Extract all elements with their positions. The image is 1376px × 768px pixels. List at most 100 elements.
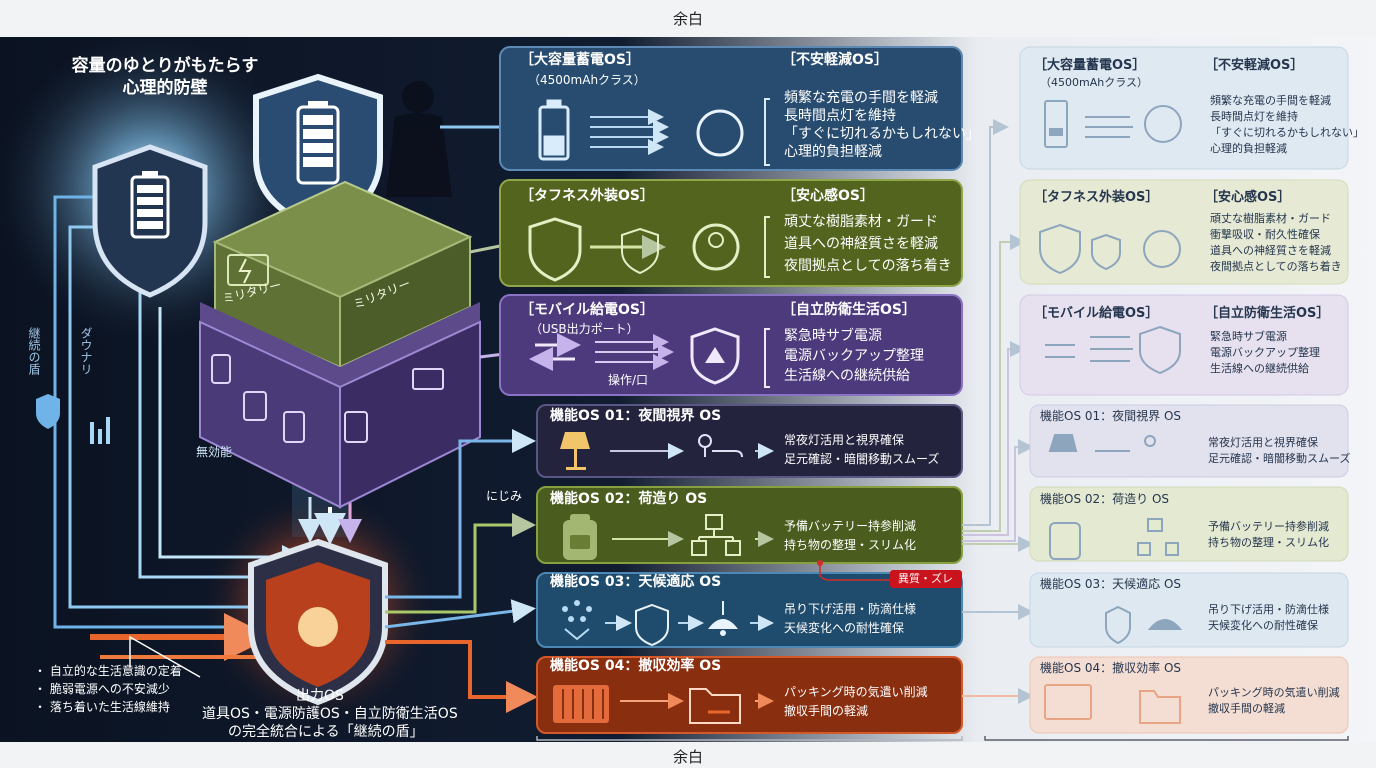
tent-shield-icon (690, 327, 740, 385)
top-margin-label: 余白 (672, 10, 703, 28)
mind-head-icon (696, 109, 744, 157)
func-panel-night (536, 404, 963, 478)
panel1-input-sub: （4500mAhクラス） (528, 73, 646, 87)
ghost-panel2-input-title: ［タフネス外装OS］ (1034, 190, 1159, 205)
output-line3: の完全統合による「継続の盾」 (228, 724, 424, 740)
ghost-func2-title: 機能OS 02：荷造り OS (1040, 492, 1170, 506)
panel2-line1: 頑丈な樹脂素材・ガード (784, 214, 938, 230)
func3-line1: 吊り下げ活用・防滴仕様 (784, 602, 917, 616)
panel2-line3: 夜間拠点としての落ち着き (784, 258, 952, 274)
ghost-panel1-output-title: ［不安軽減OS］ (1205, 58, 1304, 73)
func2-line1: 予備バッテリー持参削減 (784, 519, 917, 533)
func1-line2: 足元確認・暗闇移動スムーズ (784, 452, 940, 466)
mobile-power-cube-icon (199, 302, 481, 509)
misalign-badge (890, 570, 962, 588)
panel3-line3: 生活線への継続供給 (784, 368, 910, 384)
vertical-label-continuity: 継続の盾 (27, 327, 41, 375)
ghost-func4-line1: パッキング時の気遣い削減 (1208, 686, 1340, 699)
diagram-graphics (0, 37, 1349, 741)
ghost-func4-line2: 撤収手間の軽減 (1208, 702, 1285, 715)
ghost-func2-line1: 予備バッテリー持参削減 (1208, 520, 1329, 533)
ghost-panel1-line3: 「すぐに切れるかもしれない」 (1210, 126, 1364, 139)
ghost-func3-line1: 吊り下げ活用・防滴仕様 (1208, 603, 1329, 616)
ghost-panel1-input-title: ［大容量蓄電OS］ (1034, 58, 1146, 73)
ghost-panel1-line1: 頻繁な充電の手間を軽減 (1210, 94, 1331, 107)
nijimi-label: にじみ (486, 489, 523, 503)
func1-title: 機能OS 01：夜間視界 OS (550, 408, 722, 424)
diagram-canvas: 容量のゆとりがもたらす 心理的防壁 継続の盾 ダウナリ 無効能 ・ 自立的な生活… (0, 37, 1376, 742)
ghost-os-panel-mobile (1019, 294, 1349, 396)
ghost-func-panel-withdraw (1029, 656, 1349, 734)
backpack-icon (563, 514, 597, 560)
location-pin-icon (698, 434, 712, 457)
ghost-panel3-output-title: ［自立防衛生活OS］ (1205, 306, 1330, 321)
ghost-panel2-line3: 道具への神経質さを軽減 (1210, 244, 1331, 257)
panel2-line2: 道具への神経質さを軽減 (784, 236, 938, 252)
func3-line2: 天候変化への耐性確保 (784, 621, 905, 635)
signal-bars-icon (90, 417, 110, 444)
func2-title: 機能OS 02：荷造り OS (550, 491, 708, 507)
toughness-cube-icon (212, 180, 473, 369)
panel2-input-title: ［タフネス外装OS］ (520, 188, 654, 204)
shield-outline-icon (528, 217, 582, 282)
shield-shock-icon (621, 227, 659, 275)
bullet-3: ・ 落ち着いた生活線維持 (34, 700, 170, 714)
ghost-panel1-line2: 長時間点灯を維持 (1210, 110, 1298, 123)
ghost-func1-title: 機能OS 01：夜間視界 OS (1040, 409, 1182, 423)
left-title-line2: 心理的防壁 (122, 78, 208, 98)
ghost-func3-title: 機能OS 03：天候適応 OS (1040, 577, 1182, 591)
raindrops-icon (562, 600, 592, 622)
ghost-panel2-line1: 頑丈な樹脂素材・ガード (1210, 212, 1331, 225)
panel1-line4: 心理的負担軽減 (784, 144, 882, 160)
panel3-line2: 電源バックアップ整理 (784, 348, 924, 364)
container-icon (553, 685, 609, 723)
bullet-1: ・ 自立的な生活意識の定着 (34, 664, 182, 678)
panel1-line2: 長時間点灯を維持 (784, 108, 896, 124)
ghost-func4-title: 機能OS 04：撤収効率 OS (1040, 661, 1182, 675)
ghost-func-panel-weather (1029, 572, 1349, 648)
person-silhouette-icon (386, 81, 452, 197)
panel1-input-title: ［大容量蓄電OS］ (520, 52, 640, 68)
ghost-func-panel-packing (1029, 486, 1349, 562)
misalign-label: 異質・ズレ (898, 572, 953, 585)
panel2-output-title: ［安心感OS］ (782, 188, 874, 204)
shield-half-icon (635, 603, 669, 647)
func4-title: 機能OS 04：撤収効率 OS (550, 658, 722, 674)
folder-arrow-icon (689, 688, 741, 724)
ghost-panel2-output-title: ［安心感OS］ (1205, 190, 1291, 205)
panel1-line3: 「すぐに切れるかもしれない」 (784, 126, 980, 142)
os-panel-mobile (499, 294, 963, 396)
func4-line1: パッキング時の気遣い削減 (784, 685, 928, 699)
panel1-line1: 頻繁な充電の手間を軽減 (784, 90, 938, 106)
output-title: 出力OS (296, 688, 344, 704)
bottom-margin-label: 余白 (672, 748, 703, 766)
ghost-func1-line1: 常夜灯活用と視界確保 (1208, 436, 1318, 449)
panel3-extra: 操作/口 (608, 373, 649, 387)
panel3-input-title: ［モバイル給電OS］ (520, 302, 654, 318)
ghost-func3-line2: 天候変化への耐性確保 (1208, 619, 1318, 632)
func3-title: 機能OS 03：天候適応 OS (550, 574, 722, 590)
output-line2: 道具OS・電源防護OS・自立防衛生活OS (202, 706, 458, 722)
ghost-os-panel-capacity (1019, 46, 1349, 170)
boxes-icon (691, 514, 741, 556)
ghost-func2-line2: 持ち物の整理・スリム化 (1208, 536, 1329, 549)
panel3-output-title: ［自立防衛生活OS］ (782, 302, 916, 318)
ghost-panel3-line3: 生活線への継続供給 (1210, 362, 1309, 375)
vertical-label-down: ダウナリ (79, 327, 93, 375)
output-shield-icon (248, 538, 388, 706)
func4-line2: 撤収手間の軽減 (784, 704, 869, 718)
hanging-lantern-icon (708, 601, 738, 636)
os-panel-capacity (499, 46, 963, 171)
ghost-os-panel-toughness (1019, 179, 1349, 285)
ghost-panel3-input-title: ［モバイル給電OS］ (1034, 306, 1159, 321)
ghost-panel1-input-sub: （4500mAhクラス） (1040, 76, 1148, 89)
ghost-panel2-line4: 夜間拠点としての落ち着き (1210, 260, 1342, 273)
swap-arrows-icon (529, 333, 581, 371)
bullet-2: ・ 脆弱電源への不安減少 (34, 682, 170, 696)
panel3-line1: 緊急時サブ電源 (784, 328, 882, 344)
ghost-panel1-line4: 心理的負担軽減 (1210, 142, 1287, 155)
ghost-func1-line2: 足元確認・暗闇移動スムーズ (1208, 452, 1351, 465)
ghost-panel2-line2: 衝撃吸収・耐久性確保 (1210, 228, 1320, 241)
func-panel-weather (536, 572, 963, 648)
func2-line2: 持ち物の整理・スリム化 (784, 538, 917, 552)
